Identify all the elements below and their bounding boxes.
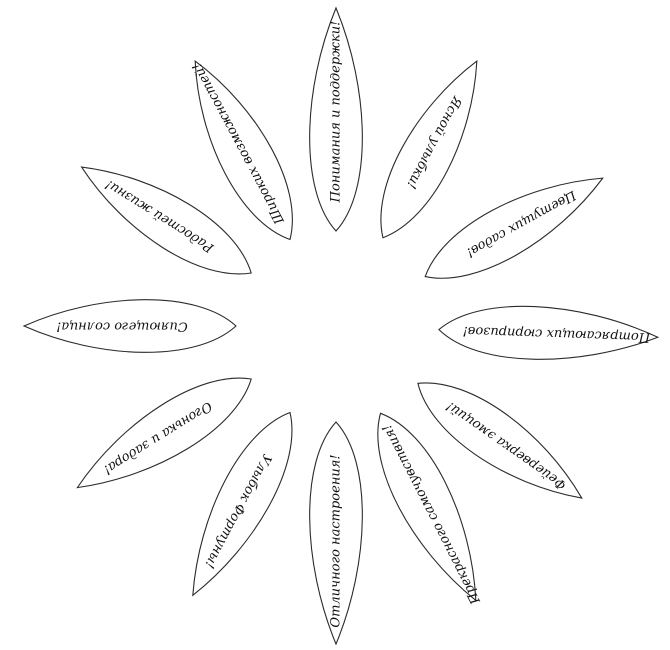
petal-label: Сияющего солнца! <box>56 319 188 334</box>
petal-outline <box>438 305 660 360</box>
petal-outline <box>192 411 293 597</box>
petal-outline <box>424 177 604 279</box>
petal: Отличного настроения! <box>309 421 363 646</box>
petal-label: Потрясающих сюрпризов! <box>462 323 651 345</box>
petals-layer: Понимания и поддержки!Ясной улыбки!Цвету… <box>22 6 660 646</box>
petal-outline <box>194 59 293 241</box>
petal-outline <box>309 6 363 232</box>
petal: Понимания и поддержки! <box>309 6 363 232</box>
petal-outline <box>80 166 252 275</box>
petal-outline <box>76 377 252 489</box>
petal-outline <box>377 412 477 602</box>
petal-label: Понимания и поддержки! <box>329 21 344 204</box>
petal-label: Широких возможностей! <box>190 60 288 227</box>
petal: Сияющего солнца! <box>22 299 237 353</box>
petal-outline <box>22 299 237 353</box>
petal-outline <box>417 382 583 499</box>
petal: Ясной улыбки! <box>380 59 478 239</box>
petal: Потрясающих сюрпризов! <box>438 305 660 360</box>
petal-label: Отличного настроения! <box>329 454 344 627</box>
petal-outline <box>309 421 363 646</box>
petal-outline <box>380 59 478 239</box>
